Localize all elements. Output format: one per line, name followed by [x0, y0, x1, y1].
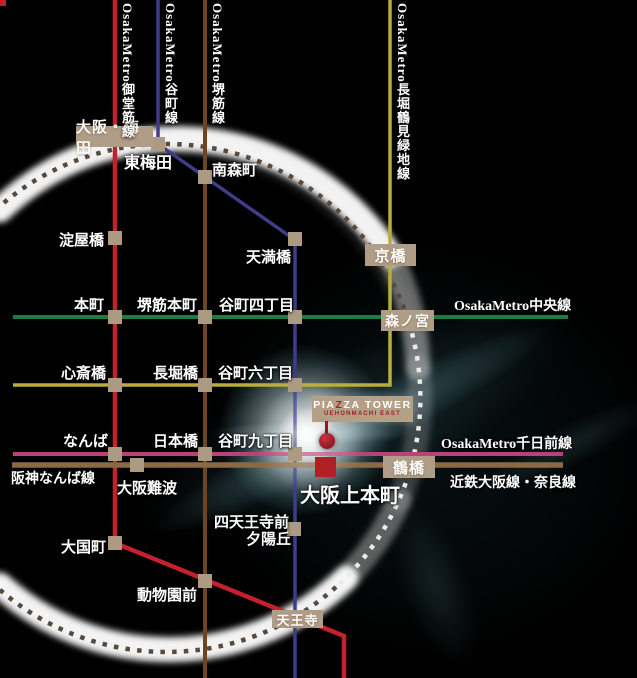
orbit-dashed-line [0, 141, 423, 655]
line-label-阪神なんば線: 阪神なんば線 [11, 472, 95, 487]
piazza-tower-subtitle: UEHONMACHI EAST [323, 411, 401, 417]
station-marker-本町 [108, 310, 122, 324]
station-label-夕陽丘: 夕陽丘 [246, 532, 292, 548]
line-label-OsakaMetro千日前線: OsakaMetro千日前線 [441, 437, 573, 452]
station-box-大阪・梅田: 大阪・梅田 [76, 120, 153, 157]
station-marker-四天王寺前夕陽丘 [287, 522, 301, 536]
station-label-長堀橋: 長堀橋 [153, 366, 199, 382]
station-box-鶴橋: 鶴橋 [383, 456, 435, 478]
station-label-谷町九丁目: 谷町九丁目 [218, 434, 294, 450]
line-midosuji [112, 0, 347, 678]
red-z-letter: Z [335, 399, 344, 411]
station-marker-大国町 [108, 536, 122, 550]
line-nagahori [13, 0, 392, 387]
line-label-vertical-OsakaMetro谷町線: OsakaMetro谷町線 [163, 3, 178, 125]
station-marker-南森町 [198, 170, 212, 184]
station-marker-長堀橋 [198, 378, 212, 392]
station-marker-日本橋 [198, 447, 212, 461]
tower-marker-dot [319, 433, 335, 449]
line-label-vertical-OsakaMetro長堀鶴見緑地線: OsakaMetro長堀鶴見緑地線 [395, 3, 410, 181]
line-label-OsakaMetro中央線: OsakaMetro中央線 [454, 299, 572, 314]
station-box-森ノ宮: 森ノ宮 [381, 310, 434, 331]
station-label-大阪上本町: 大阪上本町 [300, 485, 400, 507]
station-marker-谷町四丁目 [288, 310, 302, 324]
line-label-近鉄大阪線・奈良線: 近鉄大阪線・奈良線 [450, 476, 576, 491]
station-label-天満橋: 天満橋 [246, 250, 292, 266]
station-marker-動物園前 [198, 574, 212, 588]
station-label-南森町: 南森町 [212, 163, 258, 179]
station-label-大阪難波: 大阪難波 [117, 481, 178, 497]
line-label-vertical-OsakaMetro御堂筋線: OsakaMetro御堂筋線 [120, 3, 135, 139]
piazza-tower-title: PIAZZA TOWER [313, 399, 412, 411]
station-osaka-uehommachi-highlight [315, 457, 336, 477]
station-marker-なんば [108, 447, 122, 461]
station-label-大国町: 大国町 [61, 540, 107, 556]
station-label-四天王寺前: 四天王寺前 [214, 515, 290, 531]
station-label-谷町四丁目: 谷町四丁目 [219, 298, 295, 314]
station-label-淀屋橋: 淀屋橋 [59, 233, 105, 249]
tower-marker-stem [325, 421, 328, 435]
corner-mark [0, 0, 6, 6]
station-label-本町: 本町 [74, 298, 105, 314]
piazza-tower-sign: PIAZZA TOWER UEHONMACHI EAST [312, 396, 413, 422]
station-label-心斎橋: 心斎橋 [61, 366, 107, 382]
line-label-vertical-OsakaMetro堺筋線: OsakaMetro堺筋線 [210, 3, 225, 125]
station-marker-谷町六丁目 [288, 378, 302, 392]
station-label-動物園前: 動物園前 [137, 588, 198, 604]
station-marker-大阪難波 [130, 458, 144, 472]
station-marker-東梅田 [151, 137, 165, 151]
station-label-谷町六丁目: 谷町六丁目 [218, 366, 294, 382]
station-box-天王寺: 天王寺 [272, 610, 323, 628]
station-marker-心斎橋 [108, 378, 122, 392]
station-marker-堺筋本町 [198, 310, 212, 324]
station-label-堺筋本町: 堺筋本町 [137, 298, 198, 314]
station-marker-谷町九丁目 [288, 447, 302, 461]
station-label-なんば: なんば [63, 434, 109, 450]
station-marker-天満橋 [288, 232, 302, 246]
station-box-京橋: 京橋 [365, 244, 416, 266]
station-label-東梅田: 東梅田 [124, 155, 173, 172]
station-label-日本橋: 日本橋 [153, 434, 199, 450]
station-marker-淀屋橋 [108, 231, 122, 245]
